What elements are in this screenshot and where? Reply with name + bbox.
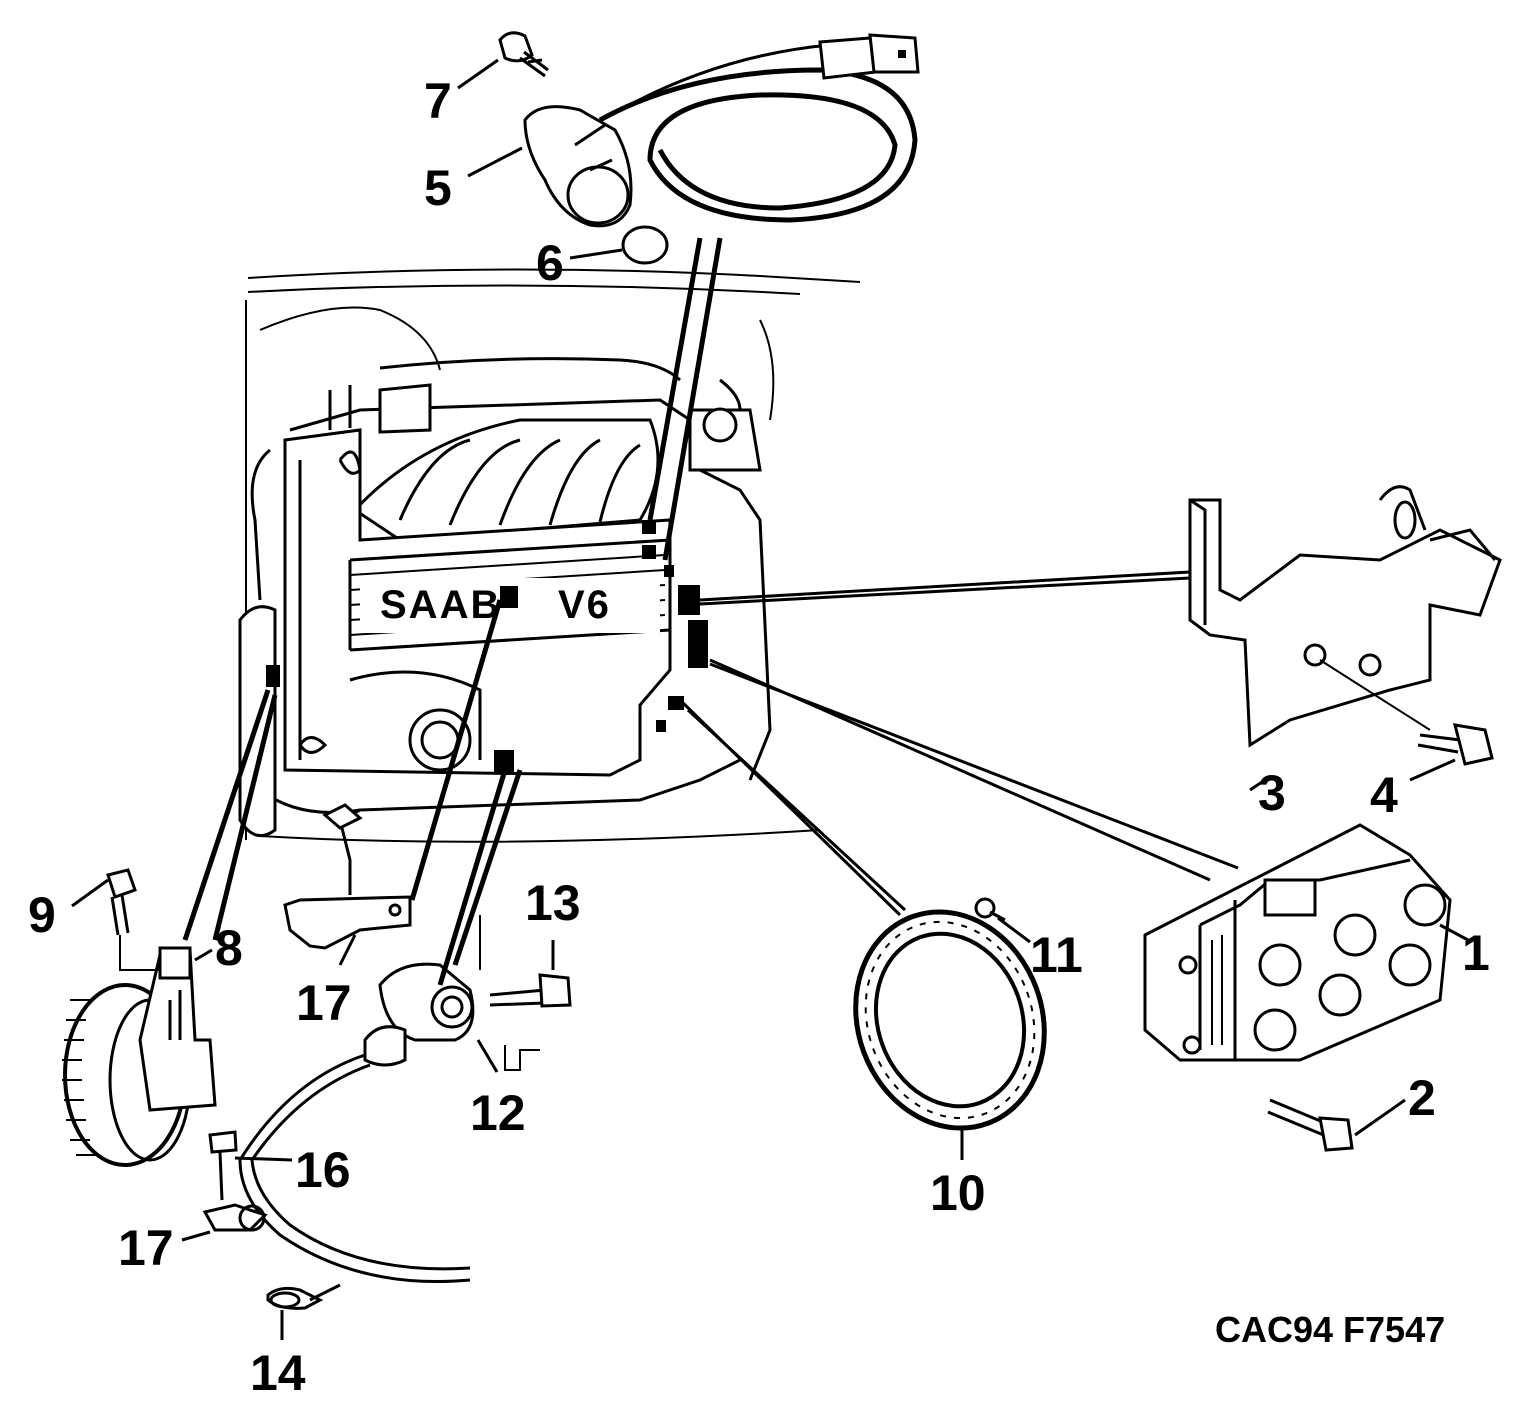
callout-labels: 1 2 3 4 5 6 7 8 9 10 11 12 13 14 16 17 1…: [28, 73, 1490, 1401]
callout-17-upper: 17: [296, 975, 352, 1031]
camshaft-sensor-group: [498, 31, 920, 561]
callout-1: 1: [1462, 925, 1490, 981]
ignition-cassette-group: [709, 658, 1452, 1152]
callout-10: 10: [930, 1165, 986, 1221]
figure-reference: CAC94 F7547: [1215, 1309, 1445, 1350]
cable-bracket-upper: [283, 803, 412, 950]
callout-17-lower: 17: [118, 1220, 174, 1276]
callout-12: 12: [470, 1085, 526, 1141]
callout-7: 7: [424, 73, 452, 129]
sensor-ring-group: [678, 698, 1047, 1131]
callout-leaders: [71, 58, 1469, 1340]
callout-2: 2: [1408, 1070, 1436, 1126]
engine-assembly: SAAB V6: [238, 268, 861, 843]
callout-11: 11: [1030, 927, 1083, 983]
knock-sensor-group: [238, 599, 572, 1284]
engine-badge-brand: SAAB: [380, 583, 501, 627]
callout-3: 3: [1258, 765, 1286, 821]
callout-6: 6: [536, 235, 564, 291]
cable-clip-group: [202, 1130, 341, 1310]
callout-8: 8: [215, 920, 243, 976]
crank-sensor-group: [62, 689, 278, 1167]
callout-13: 13: [525, 875, 581, 931]
callout-9: 9: [28, 887, 56, 943]
callout-4: 4: [1370, 767, 1398, 823]
callout-14: 14: [250, 1345, 306, 1401]
callout-5: 5: [424, 160, 452, 216]
callout-16: 16: [295, 1142, 351, 1198]
bracket-group: [699, 485, 1502, 766]
engine-badge-model: V6: [558, 583, 611, 627]
